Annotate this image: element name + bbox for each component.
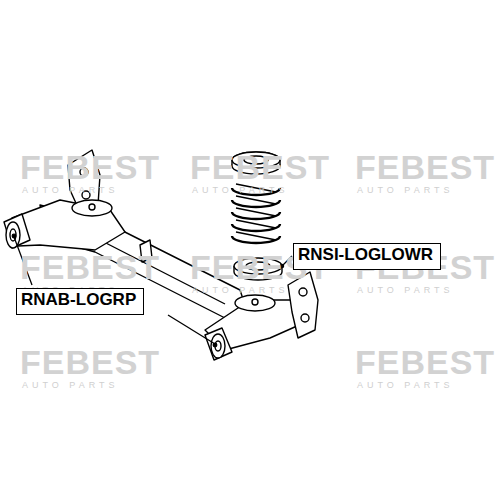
part-number: RNAB-LOGRP	[21, 290, 139, 310]
watermark-logo: FEBEST	[355, 150, 495, 184]
part-number: RNSI-LOGLOWR	[298, 245, 436, 265]
right-bushing	[211, 334, 225, 358]
leader-dot	[213, 343, 217, 347]
watermark-logo: FEBEST	[20, 345, 160, 379]
left-bushing	[6, 222, 20, 248]
left-arm	[12, 200, 125, 250]
bracket-hole	[299, 288, 307, 296]
left-spring-seat	[72, 200, 112, 216]
seat-hole	[252, 299, 258, 305]
watermark-subtitle: AUTO PARTS	[357, 381, 454, 390]
right-bushing-housing	[205, 328, 232, 360]
right-spring-seat	[235, 295, 275, 311]
watermark-logo: FEBEST	[355, 345, 495, 379]
watermark-subtitle: AUTO PARTS	[357, 286, 454, 295]
watermark-subtitle: AUTO PARTS	[192, 286, 289, 295]
watermark-subtitle: AUTO PARTS	[192, 186, 289, 195]
bracket-hole	[301, 314, 309, 322]
seat-hole	[89, 204, 95, 210]
watermark-subtitle: AUTO PARTS	[22, 381, 119, 390]
watermark-logo: FEBEST	[190, 150, 330, 184]
watermark-subtitle: AUTO PARTS	[357, 186, 454, 195]
watermark-logo: FEBEST	[20, 250, 160, 284]
part-number-box: RNSI-LOGLOWR	[293, 243, 441, 270]
leader-dot	[12, 234, 16, 238]
watermark-logo: FEBEST	[20, 150, 160, 184]
part-number-box: RNAB-LOGRP	[16, 288, 144, 315]
watermark-subtitle: AUTO PARTS	[22, 186, 119, 195]
leader-line	[168, 315, 215, 344]
left-bushing-housing	[4, 214, 30, 248]
